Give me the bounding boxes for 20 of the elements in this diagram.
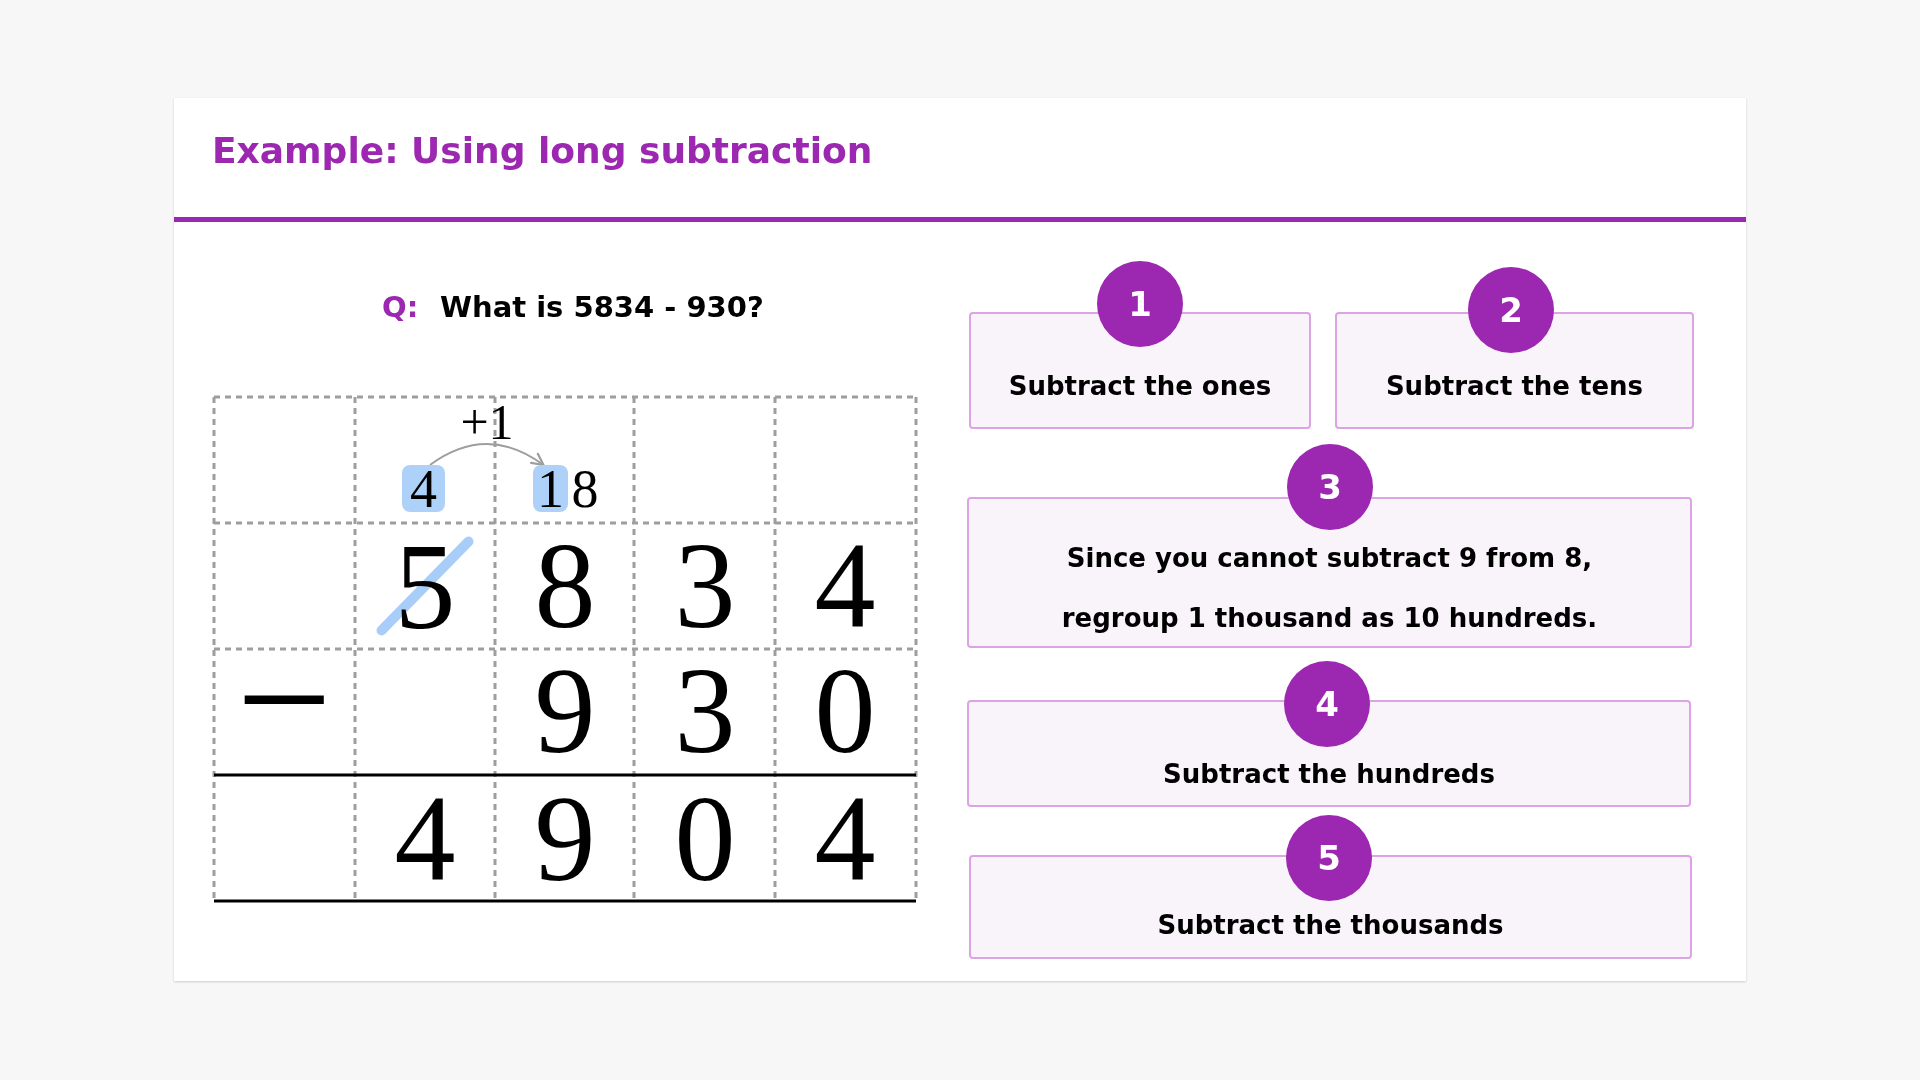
minus-sign: −: [236, 665, 332, 733]
question-text: What is 5834 - 930?: [440, 290, 764, 325]
question-prefix: Q:: [382, 290, 419, 325]
subtrahend-digit: 9: [534, 665, 596, 757]
minuend-digit: 3: [674, 540, 736, 632]
subtrahend-digit: 3: [674, 665, 736, 757]
highlighted-digit: 1: [533, 465, 568, 512]
difference-digit: 4: [814, 793, 876, 885]
difference-digit: 4: [394, 793, 456, 885]
struck-out-digit: 5: [375, 535, 475, 637]
carry-arrow: [428, 443, 545, 467]
subtrahend-digit: 0: [814, 665, 876, 757]
highlighted-digit: 4: [402, 465, 445, 512]
difference-digit: 0: [674, 793, 736, 885]
minuend-digit: 8: [534, 540, 596, 632]
regrouped-digit: 8: [571, 468, 599, 510]
title: Example: Using long subtraction: [212, 129, 873, 173]
minuend-digit: 4: [814, 540, 876, 632]
difference-digit: 9: [534, 793, 596, 885]
edge-label: +1: [460, 404, 514, 442]
